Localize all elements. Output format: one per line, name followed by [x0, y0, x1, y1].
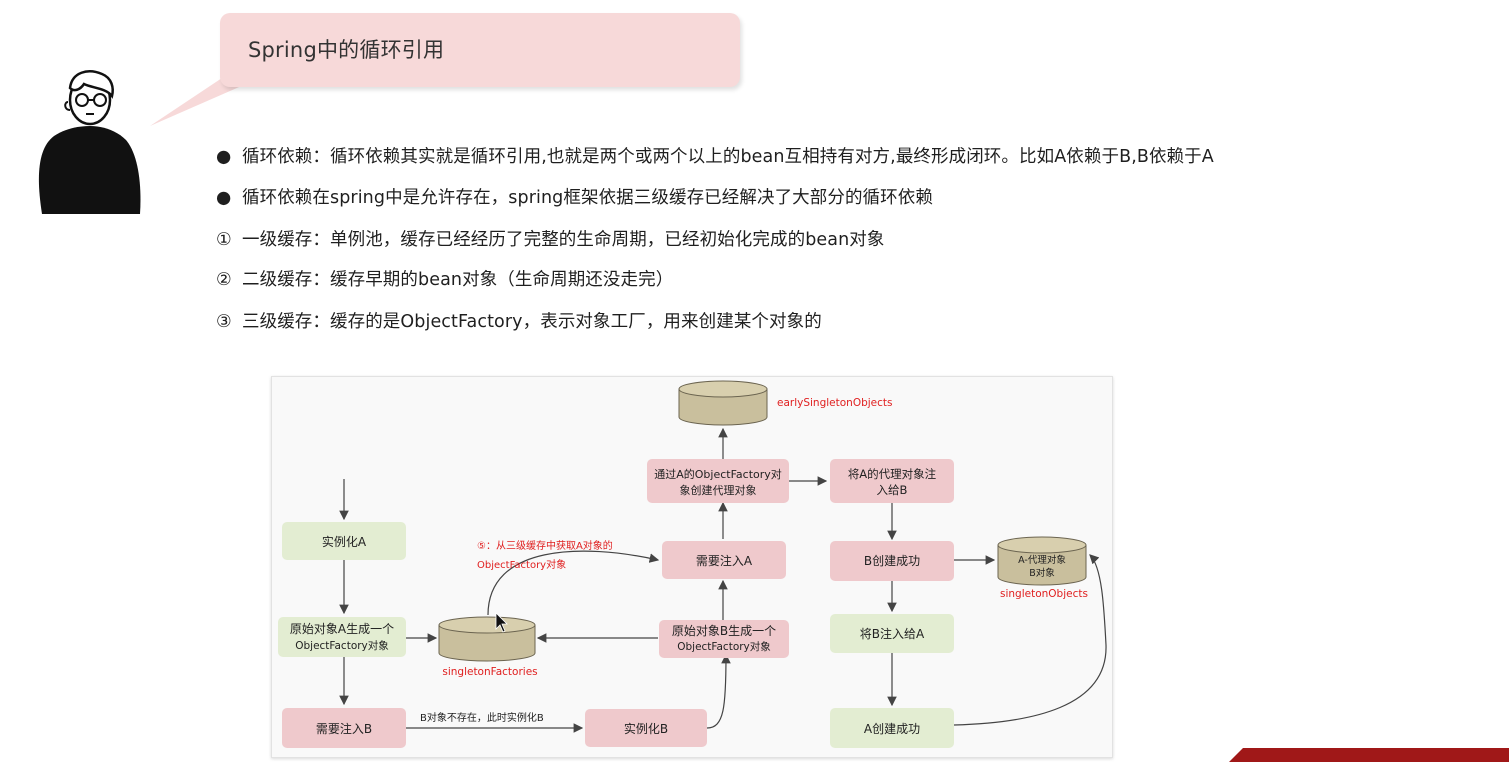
box-label: 原始对象B生成一个	[672, 624, 776, 638]
item-text: 二级缓存：缓存早期的bean对象（生命周期还没走完）	[242, 270, 674, 290]
box-label: 通过A的ObjectFactory对	[654, 467, 782, 481]
bullet-item: ● 循环依赖：循环依赖其实就是循环引用,也就是两个或两个以上的bean互相持有对方…	[216, 143, 1214, 168]
box-label: 实例化B	[624, 721, 668, 736]
edge-label-step5: ObjectFactory对象	[477, 558, 566, 571]
box-label: 需要注入A	[696, 553, 753, 568]
edge-a-created-to-singleton	[953, 554, 1107, 726]
bullet-marker: ●	[216, 147, 232, 167]
cache-content: B对象	[1029, 567, 1055, 579]
flow-box-inject-proxy-to-b: 将A的代理对象注 入给B	[830, 459, 954, 503]
flow-box-a-created: A创建成功	[830, 708, 954, 748]
speech-bubble	[220, 13, 740, 87]
cache-singleton-objects: A-代理对象 B对象 singletonObjects	[997, 536, 1088, 600]
flow-box-inject-b-to-a: 将B注入给A	[830, 614, 954, 653]
number-marker: ②	[216, 270, 232, 290]
diagram-canvas: 实例化A 原始对象A生成一个 ObjectFactory对象 需要注入B 实例化…	[278, 380, 1107, 748]
item-text: 三级缓存：缓存的是ObjectFactory，表示对象工厂，用来创建某个对象的	[242, 312, 822, 332]
box-label: 将A的代理对象注	[848, 467, 937, 481]
flow-box-create-proxy: 通过A的ObjectFactory对 象创建代理对象	[647, 459, 789, 503]
box-label: ObjectFactory对象	[295, 639, 389, 652]
box-label: 实例化A	[322, 534, 367, 549]
diagram-edges	[339, 427, 1107, 733]
cache-early-singleton-objects: earlySingletonObjects	[678, 380, 893, 426]
cache-label: earlySingletonObjects	[777, 397, 893, 409]
slide-title: Spring中的循环引用	[248, 38, 445, 62]
flow-box-need-inject-b: 需要注入B	[282, 708, 406, 748]
box-label: 需要注入B	[316, 721, 372, 736]
item-text: 一级缓存：单例池，缓存已经经历了完整的生命周期，已经初始化完成的bean对象	[242, 230, 885, 250]
box-label: 原始对象A生成一个	[290, 622, 394, 636]
bullet-item: ● 循环依赖在spring中是允许存在，spring框架依据三级缓存已经解决了大部…	[216, 184, 933, 209]
edge-instantiate-b-to-factory-b	[706, 653, 731, 729]
bullet-text: 循环依赖在spring中是允许存在，spring框架依据三级缓存已经解决了大部分…	[242, 188, 933, 208]
box-label: A创建成功	[864, 722, 920, 736]
number-marker: ①	[216, 230, 232, 250]
box-label: B创建成功	[864, 554, 920, 568]
box-label: ObjectFactory对象	[677, 640, 771, 653]
presenter-avatar-icon	[38, 70, 141, 214]
number-marker: ③	[216, 312, 232, 332]
cache-label: singletonObjects	[1000, 588, 1088, 600]
flow-box-instantiate-b: 实例化B	[585, 709, 707, 747]
numbered-item: ② 二级缓存：缓存早期的bean对象（生命周期还没走完）	[216, 266, 673, 291]
numbered-item: ① 一级缓存：单例池，缓存已经经历了完整的生命周期，已经初始化完成的bean对象	[216, 226, 885, 251]
numbered-item: ③ 三级缓存：缓存的是ObjectFactory，表示对象工厂，用来创建某个对象的	[216, 308, 822, 333]
flow-box-factory-a: 原始对象A生成一个 ObjectFactory对象	[278, 617, 406, 657]
edge-label: B对象不存在，此时实例化B	[420, 711, 544, 724]
flow-box-instantiate-a: 实例化A	[282, 522, 406, 560]
flow-box-b-created: B创建成功	[830, 541, 954, 581]
cache-content: A-代理对象	[1018, 554, 1066, 566]
box-label: 象创建代理对象	[680, 483, 757, 497]
bullet-marker: ●	[216, 188, 232, 208]
edge-label-step5: ⑤：从三级缓存中获取A对象的	[477, 539, 613, 552]
circular-reference-diagram: 实例化A 原始对象A生成一个 ObjectFactory对象 需要注入B 实例化…	[271, 376, 1113, 758]
cache-singleton-factories: singletonFactories	[438, 616, 538, 678]
flow-box-factory-b: 原始对象B生成一个 ObjectFactory对象	[659, 620, 789, 658]
mouse-cursor-icon	[495, 612, 508, 633]
bullet-text: 循环依赖：循环依赖其实就是循环引用,也就是两个或两个以上的bean互相持有对方,…	[242, 147, 1214, 167]
box-label: 入给B	[877, 483, 908, 497]
cache-label: singletonFactories	[442, 666, 537, 678]
flow-box-need-inject-a: 需要注入A	[662, 541, 786, 579]
footer-band	[1229, 748, 1509, 762]
edge-cache-to-need-a	[487, 550, 660, 616]
box-label: 将B注入给A	[860, 626, 925, 641]
